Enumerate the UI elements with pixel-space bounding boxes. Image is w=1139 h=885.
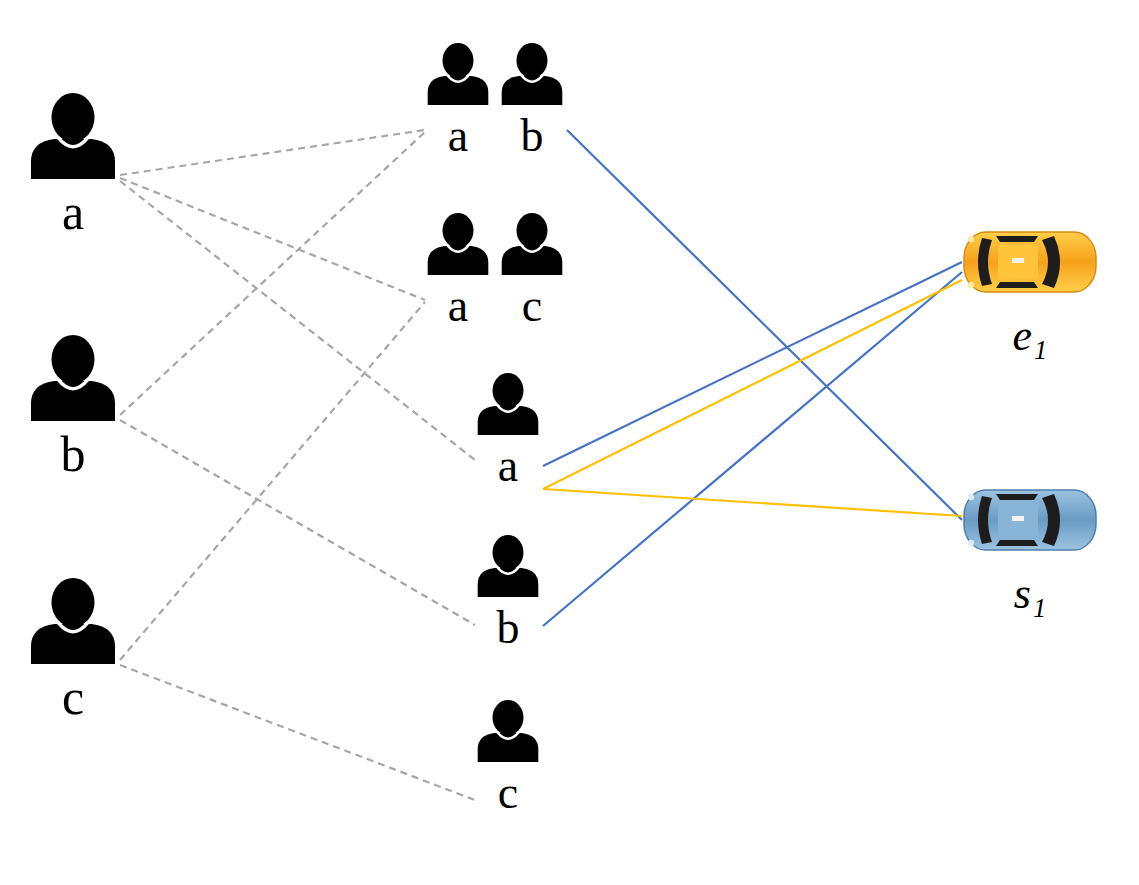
car-icon <box>962 486 1098 554</box>
person-node: a <box>28 93 120 241</box>
person-label: b <box>521 113 544 159</box>
icon-figure: c <box>499 213 565 333</box>
person-icon <box>475 373 541 435</box>
icon-figure: e₁ <box>962 228 1098 362</box>
person-icon <box>475 535 541 597</box>
icon-figure: a <box>475 373 541 493</box>
person-icon <box>475 700 541 762</box>
connector-line <box>120 130 425 175</box>
connector-line <box>120 178 425 300</box>
icon-figure: b <box>475 535 541 655</box>
person-label: a <box>448 283 468 329</box>
person-label: c <box>498 770 518 816</box>
person-icon <box>425 43 491 105</box>
connector-line <box>543 489 962 516</box>
connector-line <box>120 181 475 460</box>
connector-line <box>543 272 962 626</box>
group-node: c <box>475 700 543 820</box>
connector-line <box>120 132 425 415</box>
icon-figure: a <box>425 43 491 163</box>
vehicle-label: s₁ <box>1014 572 1046 616</box>
person-icon <box>499 213 565 275</box>
icon-figure: a <box>28 93 118 241</box>
car-icon <box>962 228 1098 296</box>
person-label: a <box>62 187 84 237</box>
person-label: b <box>61 429 86 479</box>
person-label: a <box>498 443 518 489</box>
icon-figure: c <box>475 700 541 820</box>
person-label: a <box>448 113 468 159</box>
person-label: c <box>62 672 84 722</box>
person-icon <box>28 93 118 179</box>
person-icon <box>499 43 565 105</box>
connector-line <box>567 130 962 520</box>
person-label: c <box>522 283 542 329</box>
connector-line <box>120 420 475 625</box>
icon-figure: b <box>28 335 118 483</box>
person-node: b <box>28 335 120 483</box>
person-icon <box>28 335 118 421</box>
group-node: b <box>475 535 543 655</box>
group-node: a <box>475 373 543 493</box>
person-icon <box>425 213 491 275</box>
group-node: ab <box>425 43 567 163</box>
person-node: c <box>28 578 120 726</box>
person-icon <box>28 578 118 664</box>
icon-figure: b <box>499 43 565 163</box>
icon-figure: a <box>425 213 491 333</box>
connector-line <box>120 665 475 800</box>
person-label: b <box>497 605 520 651</box>
connector-line <box>120 302 425 660</box>
icon-figure: c <box>28 578 118 726</box>
icon-figure: s₁ <box>962 486 1098 620</box>
vehicle-node: s₁ <box>962 486 1100 620</box>
vehicle-node: e₁ <box>962 228 1100 362</box>
group-node: ac <box>425 213 567 333</box>
connector-line <box>543 280 962 489</box>
vehicle-label: e₁ <box>1013 314 1048 358</box>
connector-line <box>543 262 962 466</box>
